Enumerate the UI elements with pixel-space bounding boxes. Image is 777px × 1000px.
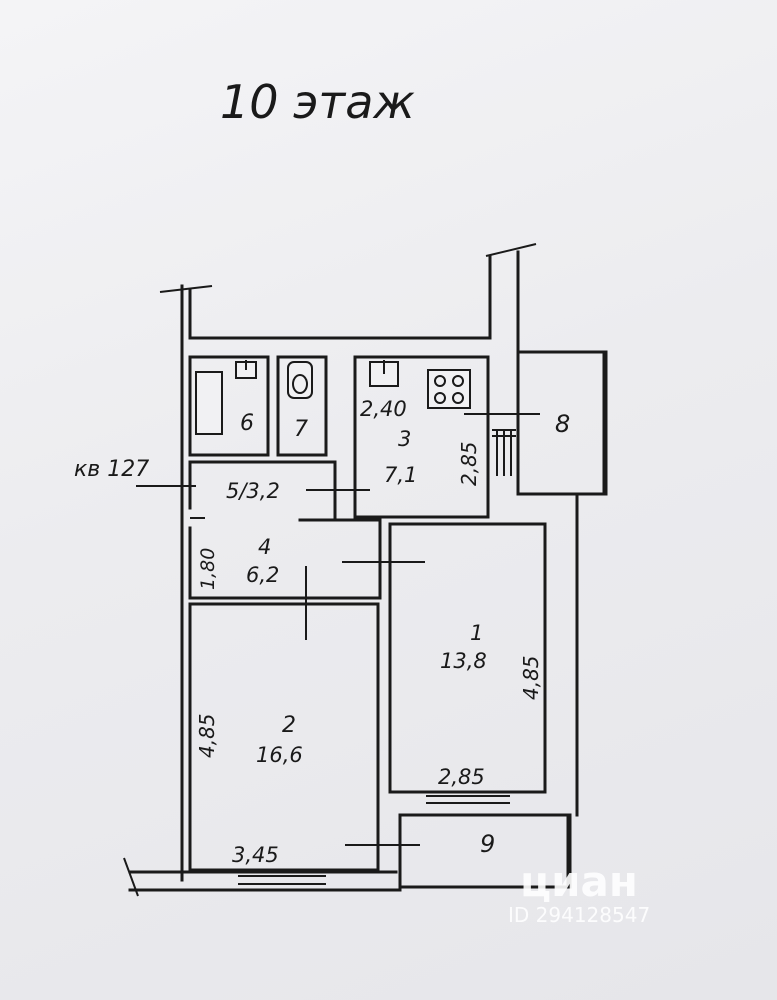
toilet-room xyxy=(276,355,328,457)
room-number-3: 3 xyxy=(398,427,411,451)
room-area-1: 13,8 xyxy=(440,649,487,673)
dim-kitchen-depth: 2,85 xyxy=(457,441,481,486)
room-area-3: 7,1 xyxy=(384,463,417,487)
room-number-1: 1 xyxy=(470,621,483,645)
room-1 xyxy=(388,522,547,804)
dim-room2-width: 3,45 xyxy=(232,843,279,867)
floor-title: 10 этаж xyxy=(220,75,415,129)
dim-room1-width: 2,85 xyxy=(438,765,485,789)
kitchen xyxy=(353,355,540,519)
dim-room1-length: 4,85 xyxy=(519,655,543,700)
stove-icon xyxy=(427,369,471,409)
outer-walls xyxy=(123,243,579,897)
balcony-top xyxy=(516,350,608,496)
room-area-2: 16,6 xyxy=(256,743,303,767)
bathtub-icon xyxy=(195,371,223,435)
balcony-bottom xyxy=(398,813,572,889)
room-2 xyxy=(188,602,420,885)
room-number-7: 7 xyxy=(294,417,308,442)
dim-kitchen-width: 2,40 xyxy=(360,397,407,421)
room-number-9: 9 xyxy=(480,830,495,858)
dim-hall-depth: 1,80 xyxy=(197,548,219,590)
room-number-2: 2 xyxy=(282,713,296,738)
bathroom xyxy=(188,355,270,457)
watermark-brand: циан xyxy=(520,857,638,906)
room-number-8: 8 xyxy=(555,410,570,438)
room-number-6: 6 xyxy=(240,411,254,436)
room-area-5: 5/3,2 xyxy=(226,479,280,503)
dim-room2-length: 4,85 xyxy=(195,713,219,758)
watermark-id: ID 294128547 xyxy=(508,903,650,927)
apartment-label: кв 127 xyxy=(74,457,149,482)
hallway xyxy=(136,460,425,640)
watermark: циан ID 294128547 xyxy=(508,857,650,927)
room-area-4: 6,2 xyxy=(246,563,279,587)
room-number-4: 4 xyxy=(258,535,271,559)
